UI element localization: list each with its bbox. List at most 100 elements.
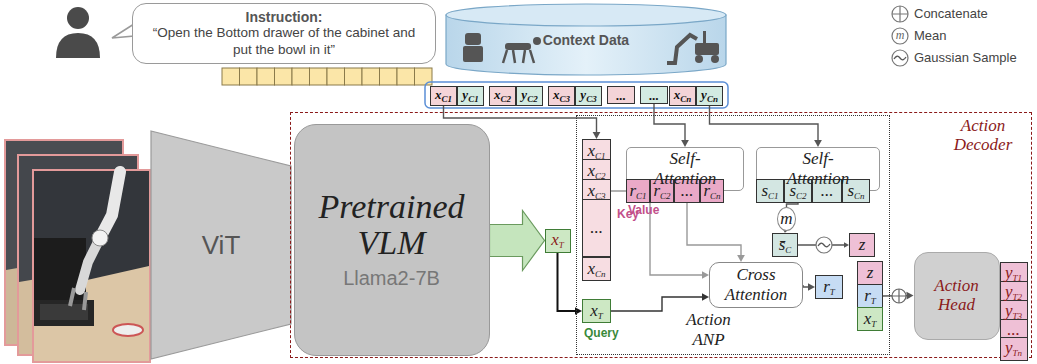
node-label: “Open the Bottom drawer of the cabinet a… bbox=[143, 25, 425, 57]
query-label: Query bbox=[584, 326, 619, 340]
legend-text: Gaussian Sample bbox=[914, 50, 1017, 66]
connector bbox=[687, 203, 745, 262]
token-label: rT bbox=[823, 277, 835, 297]
legend-text: Mean bbox=[914, 28, 947, 44]
subscript: C2 bbox=[500, 94, 511, 104]
token-label: xC2 bbox=[494, 88, 511, 104]
node-label: Llama2-7B bbox=[343, 267, 440, 290]
subscript: T bbox=[871, 319, 876, 329]
subscript: C2 bbox=[595, 171, 606, 181]
gaussian-symbol bbox=[892, 50, 908, 66]
subscript: T3 bbox=[1013, 311, 1023, 321]
token-cell: ... bbox=[640, 86, 668, 104]
attention-box: Cross Attention bbox=[709, 262, 803, 308]
token-label: rT bbox=[864, 286, 876, 306]
subscript: Cn bbox=[595, 269, 606, 279]
subscript: T2 bbox=[1013, 292, 1023, 302]
token-label: xT bbox=[590, 301, 603, 321]
mean-circle: m bbox=[777, 207, 796, 231]
token-label: yTn bbox=[1005, 339, 1022, 359]
token-label: z bbox=[867, 263, 874, 283]
token-label: ... bbox=[821, 181, 834, 201]
token-label: xC3 bbox=[553, 88, 570, 104]
token-cell: yCn bbox=[696, 86, 723, 106]
token-label: rCn bbox=[703, 181, 720, 201]
node-label: Cross Attention bbox=[716, 265, 796, 305]
token-cell: s̄C bbox=[772, 233, 798, 257]
anp-region: Action ANPxC1xC2xC3...xCnxTSelf-Attentio… bbox=[576, 115, 890, 355]
token-label: yT3 bbox=[1005, 302, 1022, 322]
connector bbox=[490, 211, 545, 271]
vlm-box: Pretrained VLMLlama2-7B bbox=[294, 124, 490, 356]
token-label: rC1 bbox=[629, 181, 646, 201]
action-head: Action Head bbox=[914, 252, 1000, 340]
context-outline bbox=[425, 82, 728, 108]
token-label: yC3 bbox=[580, 88, 596, 104]
token-label: ... bbox=[590, 218, 603, 238]
concat-symbol bbox=[892, 6, 908, 22]
subscript: Tn bbox=[1013, 348, 1023, 358]
token-cell: xT bbox=[857, 307, 883, 331]
token-cell: xC3 bbox=[548, 86, 575, 106]
token-cell: ... bbox=[582, 199, 611, 257]
token-label: ... bbox=[616, 89, 626, 102]
token-cell: rCn bbox=[700, 179, 724, 203]
token-label: xCn bbox=[674, 88, 692, 104]
subscript: T bbox=[598, 311, 603, 321]
subscript: T bbox=[871, 296, 876, 306]
token-label: z bbox=[859, 235, 866, 255]
camera-frames bbox=[5, 140, 150, 362]
connector bbox=[558, 253, 583, 315]
connector bbox=[654, 104, 689, 147]
user-icon bbox=[56, 7, 100, 58]
token-label: s̄C bbox=[779, 235, 792, 255]
speech-bubble: Instruction:“Open the Bottom drawer of t… bbox=[132, 3, 436, 64]
token-label: yT1 bbox=[1005, 264, 1022, 284]
token-cell: xCn bbox=[669, 86, 696, 106]
symbol-letter: m bbox=[894, 28, 906, 43]
gaussian-symbol bbox=[816, 237, 832, 253]
token-cell: rC2 bbox=[650, 179, 674, 203]
token-label: rC2 bbox=[653, 181, 670, 201]
token-label: xCn bbox=[587, 259, 605, 279]
data-cylinder: Context Data bbox=[445, 3, 727, 77]
node-label: Instruction: bbox=[246, 9, 323, 25]
token-cell: rC1 bbox=[626, 179, 650, 203]
token-cell: yC1 bbox=[457, 86, 484, 106]
token-label: sC1 bbox=[761, 181, 778, 201]
concat-symbol bbox=[892, 289, 906, 303]
subscript: C3 bbox=[595, 191, 606, 201]
subscript: C3 bbox=[559, 94, 570, 104]
subscript: T1 bbox=[1013, 273, 1023, 283]
vit-encoder: ViT bbox=[150, 130, 292, 360]
token-label: ... bbox=[649, 89, 659, 102]
token-cell: xT bbox=[582, 299, 611, 323]
token-cell: rT bbox=[857, 284, 883, 308]
subscript: C2 bbox=[660, 191, 671, 201]
token-cell: xT bbox=[545, 229, 571, 253]
value-label: Value bbox=[628, 203, 659, 217]
token-cell: ... bbox=[607, 86, 635, 104]
node-label: ViT bbox=[202, 230, 241, 261]
subscript: Cn bbox=[707, 94, 718, 104]
subscript: C1 bbox=[595, 151, 606, 161]
connector bbox=[803, 283, 815, 291]
token-label: xC1 bbox=[435, 88, 452, 104]
token-label: ... bbox=[681, 181, 694, 201]
token-label: xC1 bbox=[587, 141, 605, 161]
token-label: yC2 bbox=[521, 88, 537, 104]
token-label: xT bbox=[551, 231, 564, 251]
subscript: T bbox=[559, 240, 564, 250]
node-label: Action ANP bbox=[669, 310, 749, 350]
connector bbox=[611, 293, 709, 311]
token-label: sCn bbox=[847, 181, 864, 201]
token-label: yC1 bbox=[462, 88, 478, 104]
token-cell: z bbox=[857, 261, 883, 285]
token-row bbox=[222, 68, 432, 85]
subscript: C bbox=[785, 245, 791, 255]
subscript: C1 bbox=[768, 191, 779, 201]
node-label: Context Data bbox=[543, 32, 629, 48]
token-label: ... bbox=[1007, 321, 1020, 340]
token-label: yCn bbox=[701, 88, 718, 104]
token-label: xC3 bbox=[587, 181, 605, 201]
